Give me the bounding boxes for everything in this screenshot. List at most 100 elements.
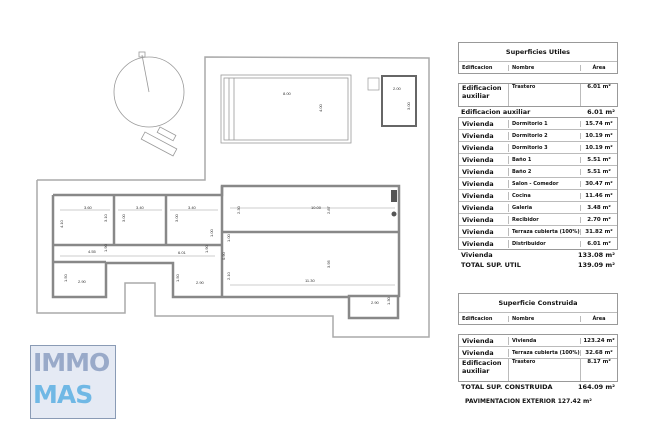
cell-area: 10.19 m² xyxy=(585,132,613,139)
dimension-label: 2.90 xyxy=(196,280,205,285)
cell-edificacion: Vivienda xyxy=(459,131,509,140)
dimension-label: 10.00 xyxy=(311,205,322,210)
storage-shed xyxy=(367,75,417,127)
dimension-label: 11.30 xyxy=(305,278,315,283)
subtotal-row: Vivienda 133.08 m² xyxy=(458,250,618,260)
dimension-label: 2.30 xyxy=(236,205,241,214)
dimension-label: 0.90 xyxy=(221,251,226,260)
cell-nombre: Salon - Comedor xyxy=(509,180,581,187)
subtotal-label: Edificacion auxiliar xyxy=(461,108,531,116)
total-label: TOTAL SUP. CONSTRUIDA xyxy=(461,383,553,391)
table-title: Superficie Construida xyxy=(459,294,617,313)
round-pool xyxy=(113,51,185,157)
cell-edificacion: Vivienda xyxy=(459,336,509,345)
storage-depth: 3.00 xyxy=(406,101,411,110)
header-edificacion: Edificacion xyxy=(459,64,509,71)
cell-edificacion: Vivienda xyxy=(459,191,509,200)
cell-edificacion: Vivienda xyxy=(459,239,509,248)
house-walls xyxy=(51,184,401,320)
dimension-label: 1.00 xyxy=(209,228,214,237)
cell-edificacion: Vivienda xyxy=(459,215,509,224)
cell-nombre: Dormitorio 3 xyxy=(509,144,581,151)
dimension-lines xyxy=(60,207,395,286)
cell-edificacion: Vivienda xyxy=(459,155,509,164)
header-area: Área xyxy=(592,64,606,71)
subtotal-value: 6.01 m² xyxy=(587,108,615,116)
cell-area: 123.24 m² xyxy=(583,337,615,344)
cell-edificacion: Vivienda xyxy=(459,167,509,176)
header-edificacion: Edificacion xyxy=(459,315,509,322)
dimension-label: 3.00 xyxy=(174,213,179,222)
subtotal-value: 133.08 m² xyxy=(578,251,615,259)
cell-area: 8.17 m² xyxy=(587,359,611,365)
cell-area: 31.82 m² xyxy=(585,228,613,235)
cell-area: 6.01 m² xyxy=(587,240,611,247)
dimension-label: 3.40 xyxy=(188,205,197,210)
dimension-label: 1.50 xyxy=(175,273,180,282)
total-label: TOTAL SUP. UTIL xyxy=(461,261,521,269)
cell: Edificacion auxiliar xyxy=(459,84,509,106)
pool xyxy=(220,74,352,144)
appliances xyxy=(391,190,397,217)
total-row: TOTAL SUP. CONSTRUIDA 164.09 m² xyxy=(458,382,618,392)
dimension-label: 1.90 xyxy=(103,243,108,252)
dimension-label: 2.87 xyxy=(326,205,331,214)
dimension-label: 2.10 xyxy=(226,271,231,280)
dimension-label: 1.50 xyxy=(63,273,68,282)
total-value: 139.09 m² xyxy=(578,261,615,269)
dimension-label: 3.95 xyxy=(326,259,331,268)
cell-area: 3.48 m² xyxy=(587,204,611,211)
watermark-logo: IMMO MAS xyxy=(30,345,116,419)
cell-nombre: Dormitorio 2 xyxy=(509,132,581,139)
header-nombre: Nombre xyxy=(509,64,581,71)
dimension-label: 1.90 xyxy=(204,244,209,253)
cell-nombre: Recibidor xyxy=(509,216,581,223)
cell-nombre: Baño 1 xyxy=(509,156,581,163)
cell-nombre: Vivienda xyxy=(509,337,581,344)
cell-edificacion: Vivienda xyxy=(459,348,509,357)
table-title: Superficies Utiles xyxy=(459,43,617,62)
cell-area: 2.70 m² xyxy=(587,216,611,223)
cell-nombre: Terraza cubierta (100%) xyxy=(509,228,581,235)
pavimentacion-exterior: PAVIMENTACION EXTERIOR 127.42 m² xyxy=(465,398,592,405)
cell-area: 32.68 m² xyxy=(585,349,613,356)
cell: Trastero xyxy=(509,84,581,106)
cell-nombre: Dormitorio 1 xyxy=(509,120,581,127)
cell-area: 10.19 m² xyxy=(585,144,613,151)
dimension-label: 3.10 xyxy=(103,213,108,222)
dimension-label: 4.55 xyxy=(88,249,97,254)
cell-nombre: Baño 2 xyxy=(509,168,581,175)
cell-edificacion: Edificacion auxiliar xyxy=(459,359,509,381)
total-value: 164.09 m² xyxy=(578,383,615,391)
dimension-label: 4.10 xyxy=(59,219,64,228)
cell-edificacion: Vivienda xyxy=(459,119,509,128)
subtotal-label: Vivienda xyxy=(461,251,493,259)
dimension-label: 3.60 xyxy=(84,205,93,210)
cell-edificacion: Vivienda xyxy=(459,179,509,188)
dimension-label: 2.90 xyxy=(371,300,380,305)
cell-area: 30.47 m² xyxy=(585,180,613,187)
dimension-label: 2.90 xyxy=(78,279,87,284)
header-nombre: Nombre xyxy=(509,315,581,322)
